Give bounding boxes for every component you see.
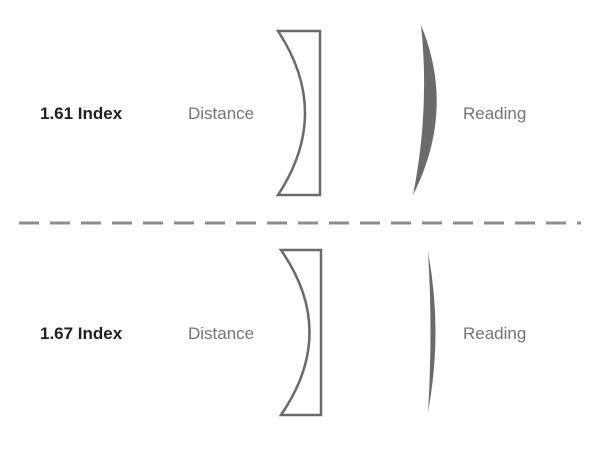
distance-label-row-1: Distance bbox=[188, 104, 255, 123]
index-label-1-61: 1.61 Index bbox=[40, 104, 123, 123]
reading-lens-icon-1-61 bbox=[413, 25, 437, 195]
reading-lens-icon-1-67 bbox=[428, 252, 436, 412]
reading-label-row-2: Reading bbox=[463, 324, 527, 343]
index-label-1-67: 1.67 Index bbox=[40, 324, 123, 343]
reading-label-row-1: Reading bbox=[463, 104, 527, 123]
distance-lens-icon-1-61 bbox=[275, 29, 322, 197]
distance-lens-icon-1-67 bbox=[278, 248, 323, 417]
distance-label-row-2: Distance bbox=[188, 324, 255, 343]
